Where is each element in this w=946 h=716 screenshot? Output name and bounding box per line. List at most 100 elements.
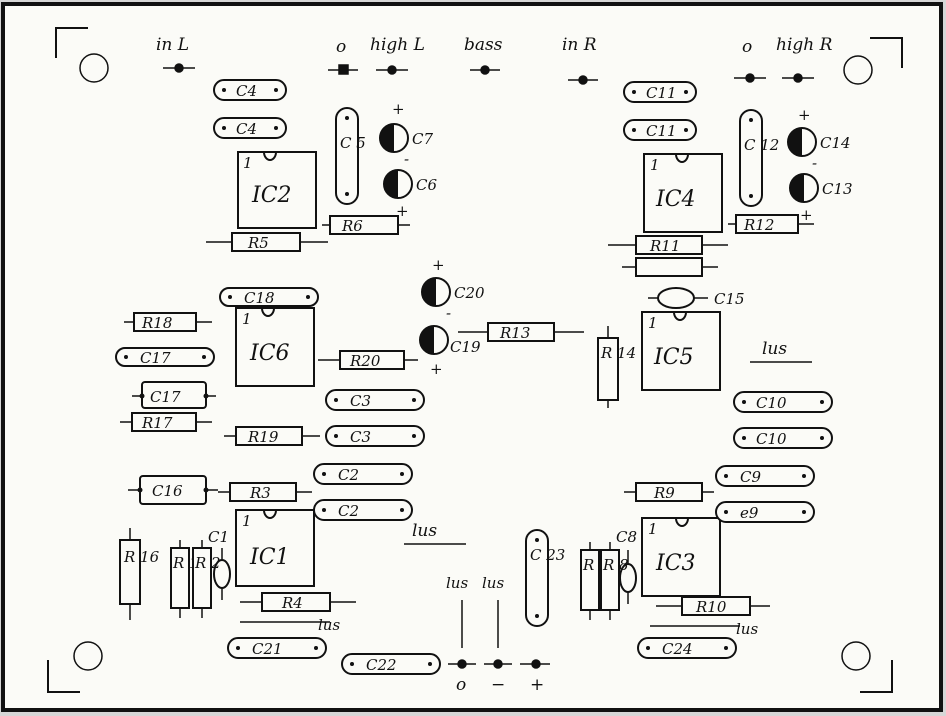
svg-text:C 5: C 5: [340, 134, 366, 152]
cap-c1: C1: [208, 528, 231, 600]
svg-text:R20: R20: [349, 352, 381, 370]
cap-c11-bottom: C11: [623, 119, 697, 141]
power-label-o: o: [456, 675, 466, 695]
svg-text:R6: R6: [341, 217, 363, 235]
mounting-hole: [79, 53, 109, 83]
cap-c24: C24: [637, 637, 737, 659]
mounting-hole: [843, 55, 873, 85]
cap-c13-electrolytic: + C13: [789, 173, 853, 224]
ic4: 1 IC4: [643, 153, 723, 233]
cap-c17-box: C17: [132, 381, 216, 409]
svg-text:lus: lus: [762, 339, 787, 359]
svg-text:C4: C4: [236, 82, 257, 100]
label-o-left: o: [336, 37, 346, 57]
ic5-label: IC5: [653, 345, 694, 370]
resistor-r8: R 8: [600, 542, 629, 620]
svg-text:C4: C4: [236, 120, 257, 138]
mounting-holes: [73, 53, 873, 671]
svg-text:C11: C11: [646, 122, 677, 140]
svg-text:C9: C9: [740, 468, 761, 486]
cap-c2-top: C2: [313, 463, 413, 485]
svg-text:lus: lus: [482, 574, 504, 592]
power-pads: [448, 600, 550, 669]
svg-text:R12: R12: [743, 216, 774, 234]
svg-text:C6: C6: [416, 176, 437, 194]
svg-text:C3: C3: [350, 392, 371, 410]
svg-text:-: -: [404, 150, 409, 168]
resistor-r14: R 14: [597, 326, 636, 408]
cap-c10-top: C10: [733, 391, 833, 413]
resistor-r11: R11: [608, 235, 728, 255]
svg-text:R4: R4: [281, 594, 303, 612]
svg-text:C19: C19: [450, 338, 481, 356]
svg-text:+: +: [432, 256, 445, 274]
resistor-r6: R6: [322, 215, 410, 235]
svg-text:-: -: [446, 304, 451, 322]
svg-text:1: 1: [650, 156, 660, 174]
svg-text:C15: C15: [714, 290, 745, 308]
svg-text:R5: R5: [247, 234, 269, 252]
svg-text:R3: R3: [249, 484, 271, 502]
cap-c16-box: C16: [128, 475, 218, 505]
svg-text:C 12: C 12: [744, 136, 779, 154]
label-high-r: high R: [776, 35, 833, 55]
svg-text:1: 1: [243, 154, 253, 172]
svg-text:C3: C3: [350, 428, 371, 446]
label-high-l: high L: [370, 35, 425, 55]
resistor-r2: R 2: [192, 540, 221, 618]
cap-c23: C 23: [525, 529, 565, 627]
cap-c11-top: C11: [623, 81, 697, 103]
svg-text:+: +: [430, 360, 443, 378]
svg-text:-: -: [812, 154, 817, 172]
lus-labels: lus lus lus lus lus lus: [240, 339, 812, 638]
svg-text:+: +: [800, 206, 813, 224]
ic6: 1 IC6: [235, 307, 315, 387]
svg-text:C 23: C 23: [530, 546, 565, 564]
svg-text:R11: R11: [649, 237, 680, 255]
svg-text:lus: lus: [736, 620, 758, 638]
resistor-r9: R9: [624, 482, 714, 502]
cap-c9-top: C9: [715, 465, 815, 487]
svg-text:C10: C10: [756, 430, 787, 448]
svg-text:R17: R17: [141, 414, 173, 432]
ic1: 1 IC1: [235, 509, 315, 587]
ic4-label: IC4: [655, 187, 696, 212]
svg-text:R18: R18: [141, 314, 172, 332]
svg-text:R10: R10: [695, 598, 727, 616]
svg-text:C24: C24: [662, 640, 693, 658]
svg-text:C17: C17: [150, 388, 181, 406]
resistor-r3: R3: [218, 482, 312, 502]
cap-c19-electrolytic: + C19: [419, 325, 481, 378]
resistor-r16: R 16: [119, 528, 160, 620]
cap-c18: C18: [219, 287, 319, 307]
svg-text:R19: R19: [247, 428, 279, 446]
ic5: 1 IC5: [641, 311, 721, 391]
svg-text:R 16: R 16: [123, 548, 160, 566]
cap-c14-electrolytic: + - C14: [787, 106, 851, 172]
ic3: 1 IC3: [641, 517, 721, 597]
cap-c5: C 5: [335, 107, 366, 205]
resistor-r13: R13: [458, 322, 584, 342]
ic1-label: IC1: [249, 545, 290, 570]
cap-c22: C22: [341, 653, 441, 675]
resistor-r12: R12: [728, 214, 814, 234]
power-label-minus: −: [491, 675, 505, 695]
svg-text:C11: C11: [646, 84, 677, 102]
ic3-label: IC3: [655, 551, 696, 576]
cap-c15: C15: [648, 287, 745, 309]
resistor-r1: R 1: [170, 540, 199, 618]
svg-text:C2: C2: [338, 502, 359, 520]
resistor-r4: R4: [240, 592, 356, 612]
label-o-right: o: [742, 37, 752, 57]
corner-marks: [47, 27, 903, 693]
svg-text:lus: lus: [412, 521, 437, 541]
label-bass: bass: [464, 35, 503, 55]
svg-text:R 8: R 8: [602, 556, 629, 574]
svg-text:C1: C1: [208, 528, 229, 546]
resistor-unlabeled: [622, 257, 718, 277]
svg-text:R13: R13: [499, 324, 530, 342]
cap-c12: C 12: [739, 109, 779, 207]
cap-c7-electrolytic: + - C7: [379, 100, 433, 168]
svg-text:+: +: [392, 100, 405, 118]
cap-c3-bottom: C3: [325, 425, 425, 447]
